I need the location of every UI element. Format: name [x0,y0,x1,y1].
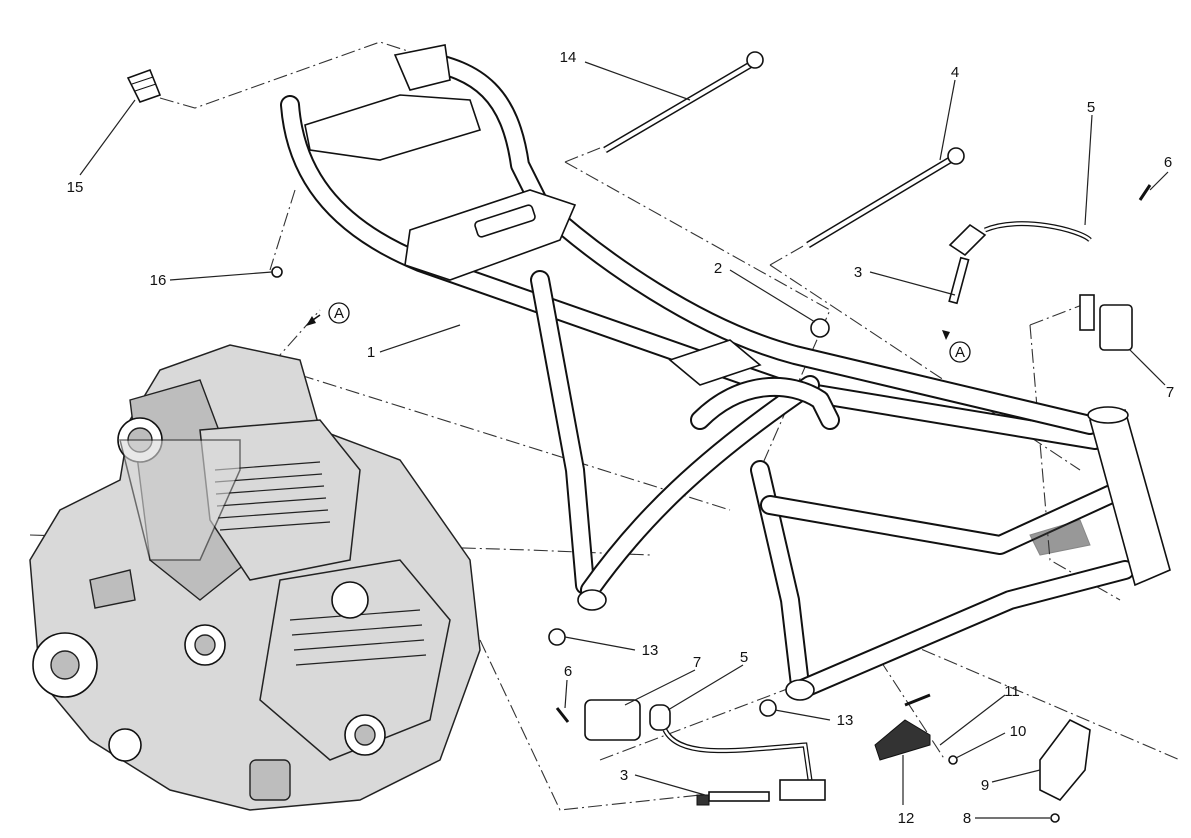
reference-mark-a-left: A [306,302,350,326]
callout-16: 16 [150,272,167,289]
callout-13: 13 [642,642,659,659]
grommet-16 [271,266,283,278]
ignition-coil-lower [555,699,826,801]
callout-3: 3 [854,264,862,281]
spark-plug-lower [696,791,770,806]
callout-1: 1 [367,344,375,361]
cover-12 [874,693,931,761]
frame [280,44,1171,701]
callout-14: 14 [560,49,577,66]
bolt-14 [603,51,764,154]
svg-text:A: A [334,305,344,322]
cylinder-fins [214,461,427,666]
callout-6: 6 [1164,154,1172,171]
callout-3: 3 [620,767,628,784]
nut-13 [548,628,566,646]
callouts: 14 4 5 6 15 16 3 2 1 7 13 6 7 5 13 11 10… [67,49,1175,827]
callout-11: 11 [1004,683,1020,700]
callout-5: 5 [740,649,748,666]
callout-7: 7 [1166,384,1174,401]
rear-plate [304,94,482,161]
ignition-coil-upper [1079,184,1152,351]
leader-lines [79,61,1169,819]
callout-9: 9 [981,777,989,794]
callout-15: 15 [67,179,84,196]
callout-4: 4 [951,64,959,81]
spark-plug-upper [948,256,970,305]
bolt-4 [806,147,965,249]
callout-2: 2 [714,260,722,277]
spark-plug-cap-upper [948,221,1092,257]
screw-10 [948,755,958,765]
callout-12: 12 [898,810,915,827]
spacer-2 [810,318,830,338]
svg-text:A: A [955,344,965,361]
callout-8: 8 [963,810,971,827]
callout-13: 13 [837,712,854,729]
callout-10: 10 [1010,723,1027,740]
callout-7: 7 [693,654,701,671]
rubber-cap-15 [126,68,162,103]
nut-13 [759,699,777,717]
reference-mark-a-right: A [942,330,971,363]
bracket-9 [1039,718,1091,823]
callout-5: 5 [1087,99,1095,116]
callout-6: 6 [564,663,572,680]
loose-parts [126,51,1152,823]
engine-assembly [29,344,481,811]
